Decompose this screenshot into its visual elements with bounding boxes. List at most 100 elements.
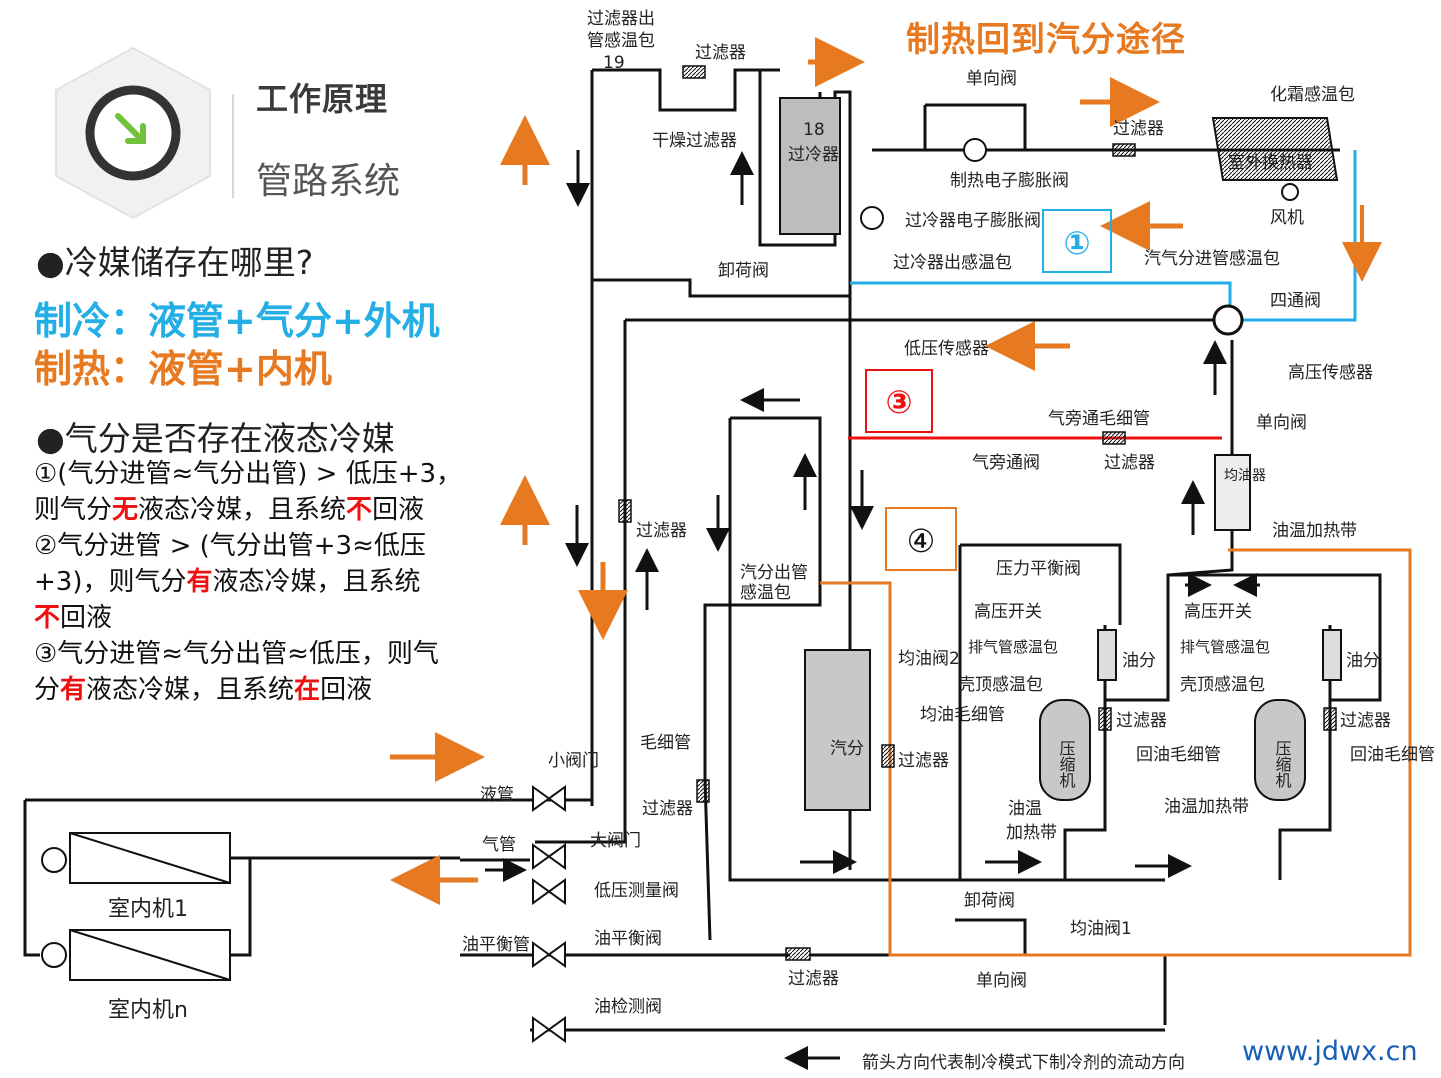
label-heater2b: 加热带 — [1006, 823, 1057, 843]
page-title: 工作原理 — [256, 80, 389, 118]
label-valve27: 卸荷阀 — [964, 891, 1015, 911]
label-defrost: 化霜感温包 — [1270, 85, 1355, 105]
four-way-valve-icon — [1212, 304, 1244, 336]
condition-2-line2: +3)，则气分有液态冷媒，且系统 — [34, 567, 421, 597]
label-sensor20: 汽气分进管感温包 — [1144, 249, 1280, 269]
label-4way: 四通阀 — [1270, 291, 1321, 311]
website-url[interactable]: www.jdwx.cn — [1242, 1036, 1418, 1067]
label-drier: 干燥过滤器 — [652, 131, 737, 151]
service-valves — [532, 785, 566, 1043]
title-divider — [232, 94, 234, 198]
compressor-2 — [1254, 699, 1306, 801]
exv-17-icon — [860, 206, 884, 230]
label-valve31: 小阀门 — [548, 751, 599, 771]
black-arrows — [485, 150, 1260, 1070]
page-subtitle: 管路系统 — [256, 161, 401, 202]
condition-1-line2: 则气分无液态冷媒，且系统不回液 — [34, 495, 425, 525]
logo-hexagon — [55, 46, 211, 220]
question-1: ●冷媒储存在哪里? — [36, 243, 314, 282]
label-sensor24a: 汽分出管 — [740, 563, 808, 583]
label-ret30b: 回油毛细管 — [1350, 745, 1435, 765]
label-dt4a: 排气管感温包 — [968, 638, 1058, 656]
label-valve26: 单向阀 — [976, 971, 1027, 991]
condition-1-line1: ①(气分进管≈气分出管) > 低压+3， — [34, 459, 463, 489]
exv-15-icon — [963, 138, 987, 162]
marker-4: ④ — [907, 522, 936, 560]
label-sep6a: 油分 — [1122, 651, 1156, 671]
label-hp5a: 高压开关 — [974, 602, 1042, 622]
label-valve36: 卸荷阀 — [718, 261, 769, 281]
fan-icon — [1281, 183, 1299, 201]
label-gas: 气管 — [482, 835, 516, 855]
label-valve37: 气旁通阀 — [972, 453, 1040, 473]
cooling-storage: 制冷：液管+气分+外机 — [34, 299, 440, 343]
label-valve34: 油平衡阀 — [594, 929, 662, 949]
label-comp1b: 压缩机 — [1273, 740, 1292, 789]
diagram-title: 制热回到汽分途径 — [906, 20, 1186, 60]
label-filter-h: 过滤器 — [788, 969, 839, 989]
label-valve38: 压力平衡阀 — [996, 559, 1081, 579]
oil-separator-1 — [1097, 629, 1117, 681]
subcooler-box — [779, 97, 841, 235]
label-sensor21: 过冷器出感温包 — [893, 253, 1012, 273]
black-pipes — [23, 68, 1382, 1032]
question-2: ●气分是否存在液态冷媒 — [36, 419, 395, 458]
oil-balancer-box — [1214, 454, 1251, 531]
label-19-num: 19 — [603, 53, 625, 73]
indoor-unit-n-diag — [69, 929, 231, 981]
label-oil7: 均油器 — [1224, 468, 1266, 484]
label-oilpipe: 油平衡管 — [462, 935, 530, 955]
label-sensor24b: 感温包 — [740, 583, 791, 603]
condition-2-line1: ②气分进管 > (气分出管+3≈低压 — [34, 531, 426, 561]
label-hp-sensor: 高压传感器 — [1288, 363, 1373, 383]
condition-3-line1: ③气分进管≈气分出管≈低压，则气 — [34, 639, 439, 669]
filters — [618, 65, 1337, 961]
label-dt4b: 排气管感温包 — [1180, 638, 1270, 656]
label-indoorn: 室内机n — [108, 998, 188, 1023]
cooling-path-return — [1240, 150, 1357, 322]
cooling-path — [850, 281, 1232, 320]
label-filter-g1: 过滤器 — [1116, 711, 1167, 731]
diagram-labels: 过滤器出 管感温包 19 过滤器 干燥过滤器 18 过冷器 单向阀 制热电子膨胀… — [108, 9, 1435, 1023]
label-filter-top: 过滤器 — [695, 43, 746, 63]
label-filter-e: 过滤器 — [642, 799, 693, 819]
indoor-unit-1-diag — [69, 832, 231, 884]
label-filter-g2: 过滤器 — [1340, 711, 1391, 731]
label-19a: 过滤器出 — [587, 9, 655, 29]
label-comp1a: 压缩机 — [1057, 740, 1076, 789]
label-19b: 管感温包 — [587, 31, 655, 51]
label-exv17: 过冷器电子膨胀阀 — [905, 211, 1041, 231]
label-valve9: 单向阀 — [1256, 413, 1307, 433]
label-exv15: 制热电子膨胀阀 — [950, 171, 1069, 191]
label-liquid: 液管 — [480, 785, 514, 805]
label-subcooler: 过冷器 — [788, 145, 839, 165]
label-valve32: 大阀门 — [590, 831, 641, 851]
label-fan: 风机 — [1270, 208, 1304, 228]
marker-3-box — [865, 369, 933, 433]
marker-3: ③ — [885, 383, 912, 421]
label-hp5b: 高压开关 — [1184, 602, 1252, 622]
condition-2-line3: 不回液 — [34, 603, 113, 633]
label-subcooler-num: 18 — [803, 120, 825, 140]
legend-text: 箭头方向代表制冷模式下制冷剂的流动方向 — [862, 1053, 1185, 1073]
compressor-1 — [1039, 699, 1091, 801]
label-filter-c: 过滤器 — [1104, 453, 1155, 473]
label-lp-sensor: 低压传感器 — [904, 339, 989, 359]
label-cap30: 气旁通毛细管 — [1048, 409, 1150, 429]
oil-separator-2 — [1322, 629, 1342, 681]
label-top3a: 壳顶感温包 — [958, 675, 1043, 695]
label-filter-d: 过滤器 — [636, 521, 687, 541]
marker-4-box — [885, 507, 957, 571]
label-heater2a: 油温 — [1008, 799, 1042, 819]
indoor-exv-1-icon — [41, 847, 67, 873]
heating-return-path — [820, 548, 1412, 957]
marker-1: ① — [1063, 224, 1090, 262]
label-sep6b: 油分 — [1346, 651, 1380, 671]
condition-3-line2: 分有液态冷媒，且系统在回液 — [34, 675, 373, 705]
label-ret30a: 回油毛细管 — [1136, 745, 1221, 765]
label-valve25: 均油阀1 — [1070, 919, 1132, 939]
accumulator-box — [804, 649, 871, 811]
label-filter-b: 过滤器 — [1113, 119, 1164, 139]
indoor-exv-n-icon — [41, 942, 67, 968]
